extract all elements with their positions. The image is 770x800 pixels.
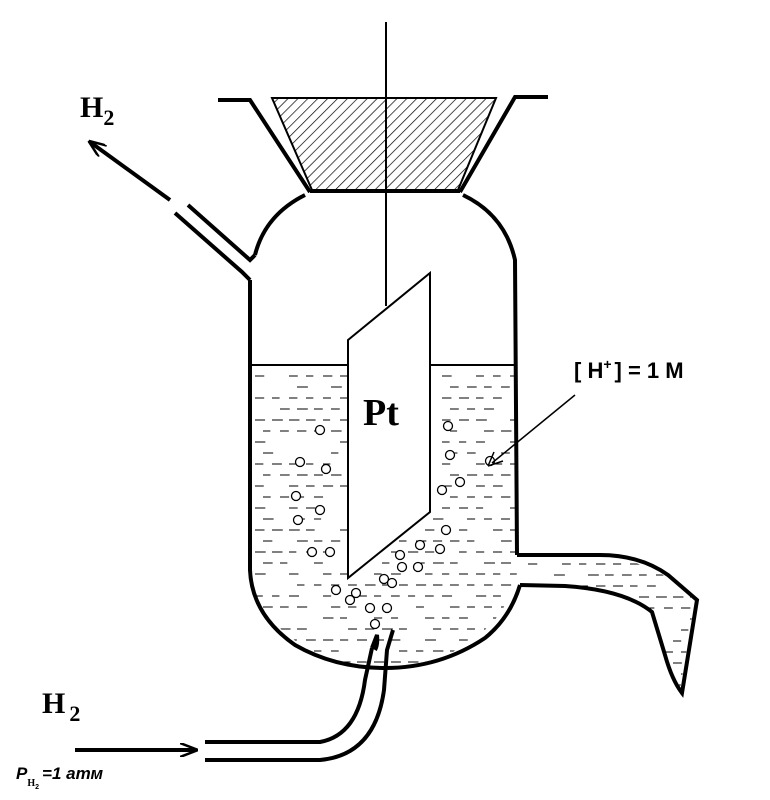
bubble-icon: [314, 504, 326, 516]
bubble-icon: [292, 514, 304, 526]
neck-left: [218, 98, 312, 194]
bubble-icon: [440, 524, 452, 536]
pressure-label: PH2=1 атм: [16, 764, 103, 791]
bubble-icon: [344, 594, 356, 606]
bubble-icon: [378, 573, 390, 585]
neck-right: [458, 95, 548, 194]
bubble-icon: [444, 449, 456, 461]
drain-tube: [517, 553, 700, 698]
bubble-icon: [396, 561, 408, 573]
bubble-icon: [306, 546, 318, 558]
side-tube-solution: [520, 563, 695, 686]
bubble-icon: [314, 424, 326, 436]
bubble-icon: [294, 456, 306, 468]
bubble-icon: [330, 584, 342, 596]
bubble-icon: [381, 602, 393, 614]
concentration-label: [ H+] = 1 M: [574, 356, 684, 383]
inlet-tube-inner: [205, 629, 395, 762]
bubble-icon: [442, 420, 454, 432]
electrode-label: Pt: [363, 392, 399, 434]
hydrogen-bubbles: [290, 420, 496, 630]
bubble-icon: [364, 602, 376, 614]
outlet-tube: [173, 203, 257, 282]
bubble-icon: [324, 546, 336, 558]
concentration-pointer-head: [487, 451, 504, 467]
vessel-wall-right: [462, 193, 519, 556]
bubble-icon: [386, 577, 398, 589]
bubble-icon: [412, 561, 424, 573]
bubble-icon: [320, 463, 332, 475]
bubble-icon: [454, 476, 466, 488]
h2-outlet-label: H2: [80, 91, 114, 130]
bubble-icon: [436, 484, 448, 496]
outlet-tube-end: [169, 185, 181, 201]
bubble-icon: [434, 543, 446, 555]
bubble-icon: [369, 618, 381, 630]
bubble-icon: [290, 490, 302, 502]
inlet-tube: [205, 634, 380, 744]
platinum-electrode: [347, 270, 431, 581]
bubble-icon: [394, 549, 406, 561]
bubble-icon: [350, 587, 362, 599]
stopper: [270, 97, 498, 191]
h2-outlet-arrow: [90, 142, 172, 202]
bubble-icon: [414, 539, 426, 551]
concentration-pointer: [491, 394, 576, 464]
